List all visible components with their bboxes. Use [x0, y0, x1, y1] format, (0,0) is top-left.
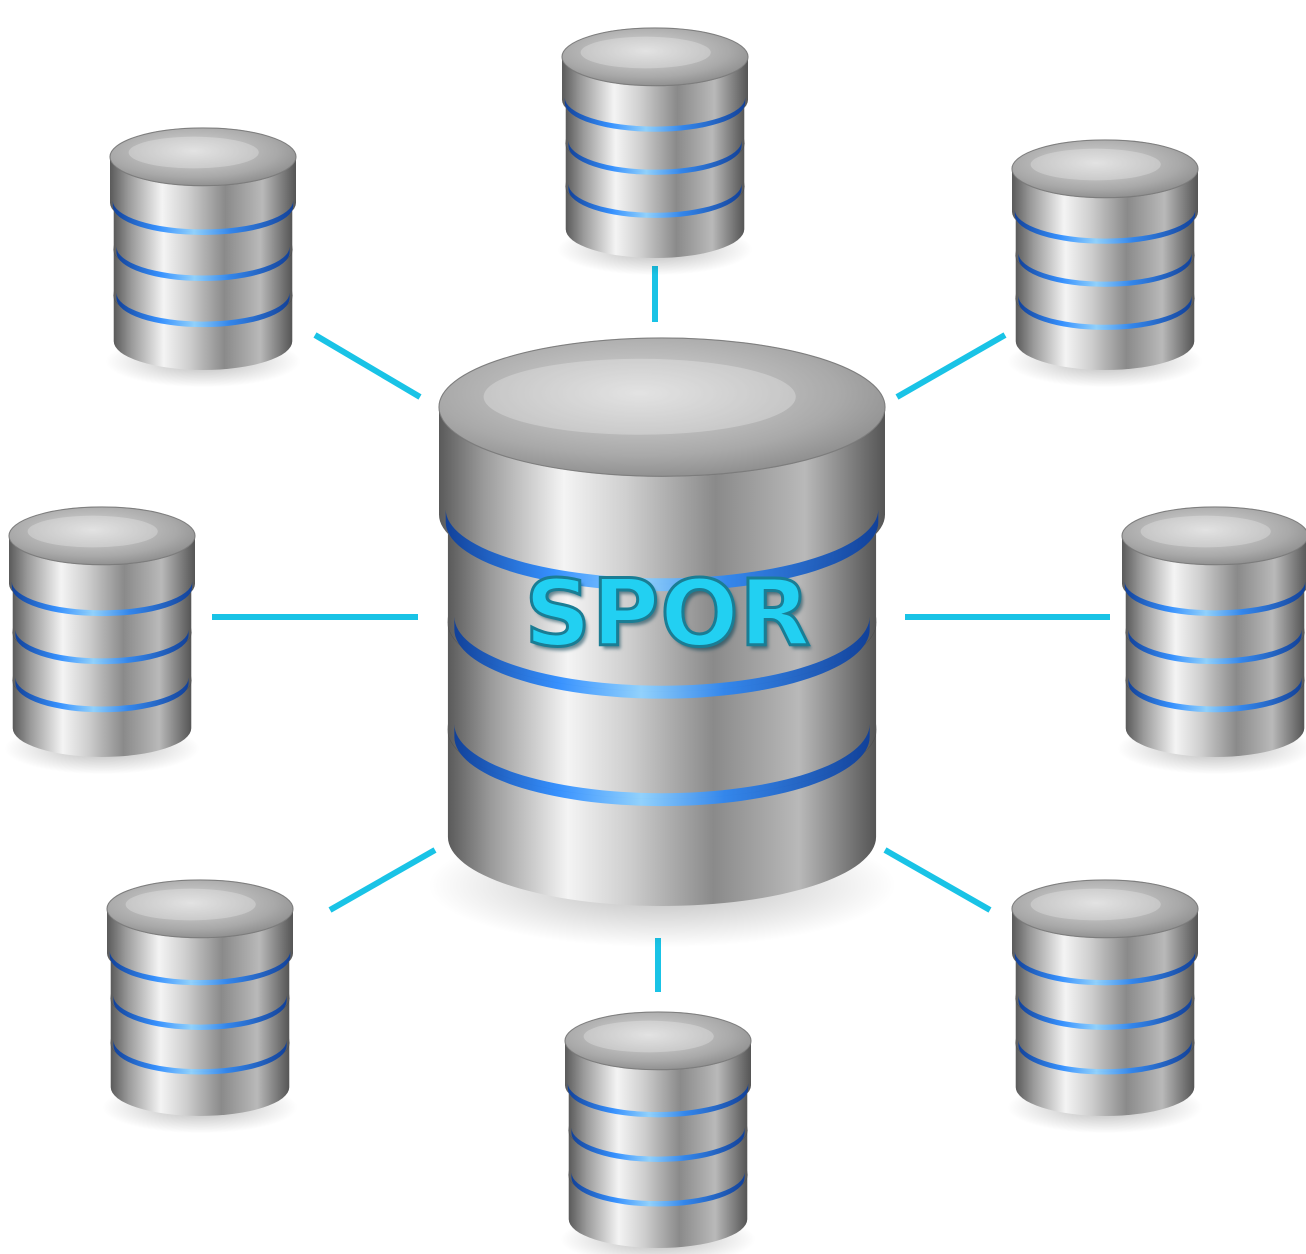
- database-icon-top-right: [1007, 139, 1203, 388]
- database-icon-left: [4, 506, 200, 775]
- connector-line-bottom-left: [328, 847, 437, 913]
- database-icon-bottom-left: [102, 879, 298, 1134]
- connector-line-top-left: [313, 332, 422, 400]
- connector-line-top-right: [895, 332, 1007, 400]
- hub-database-icon: [427, 337, 897, 948]
- database-icon-right: [1117, 506, 1306, 775]
- database-nodes: [4, 27, 1306, 1254]
- database-icon-top-left: [105, 127, 301, 388]
- database-icon-bottom-right: [1007, 879, 1203, 1134]
- database-icon-top: [557, 27, 753, 276]
- database-icon-bottom: [560, 1011, 756, 1254]
- connector-line-bottom-right: [883, 847, 992, 913]
- connector-lines: [212, 266, 1110, 992]
